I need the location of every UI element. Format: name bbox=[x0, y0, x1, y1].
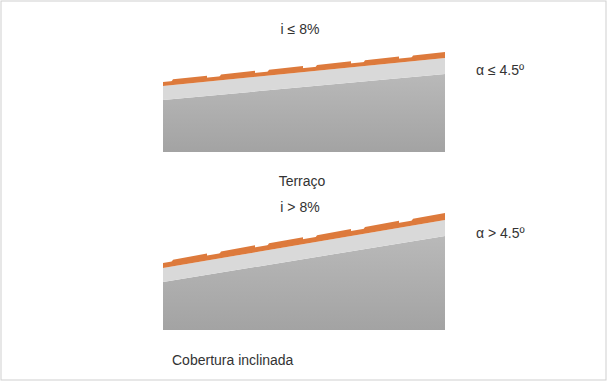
roof-tile bbox=[171, 254, 207, 263]
roof-tile bbox=[363, 57, 399, 64]
roof-tile bbox=[315, 61, 351, 68]
roof-tile bbox=[363, 221, 399, 230]
roof-tile bbox=[219, 245, 255, 254]
caption-label: Terraço bbox=[279, 173, 326, 190]
tile-layer bbox=[163, 215, 445, 268]
angle-label: α > 4.5º bbox=[476, 225, 525, 242]
tile-layer bbox=[163, 54, 445, 86]
screed-layer bbox=[163, 220, 445, 282]
roof-tile bbox=[315, 229, 351, 238]
caption-label: Cobertura inclinada bbox=[172, 352, 293, 369]
angle-label: α ≤ 4.5º bbox=[476, 62, 524, 79]
slope-label: i > 8% bbox=[280, 199, 319, 216]
roof-tile bbox=[411, 52, 445, 58]
roof-tile bbox=[267, 66, 303, 73]
roof-tile bbox=[267, 237, 303, 246]
roof-tile bbox=[171, 76, 207, 83]
roof-tile bbox=[411, 213, 445, 222]
roof-tile bbox=[219, 71, 255, 78]
slope-label: i ≤ 8% bbox=[281, 21, 320, 38]
